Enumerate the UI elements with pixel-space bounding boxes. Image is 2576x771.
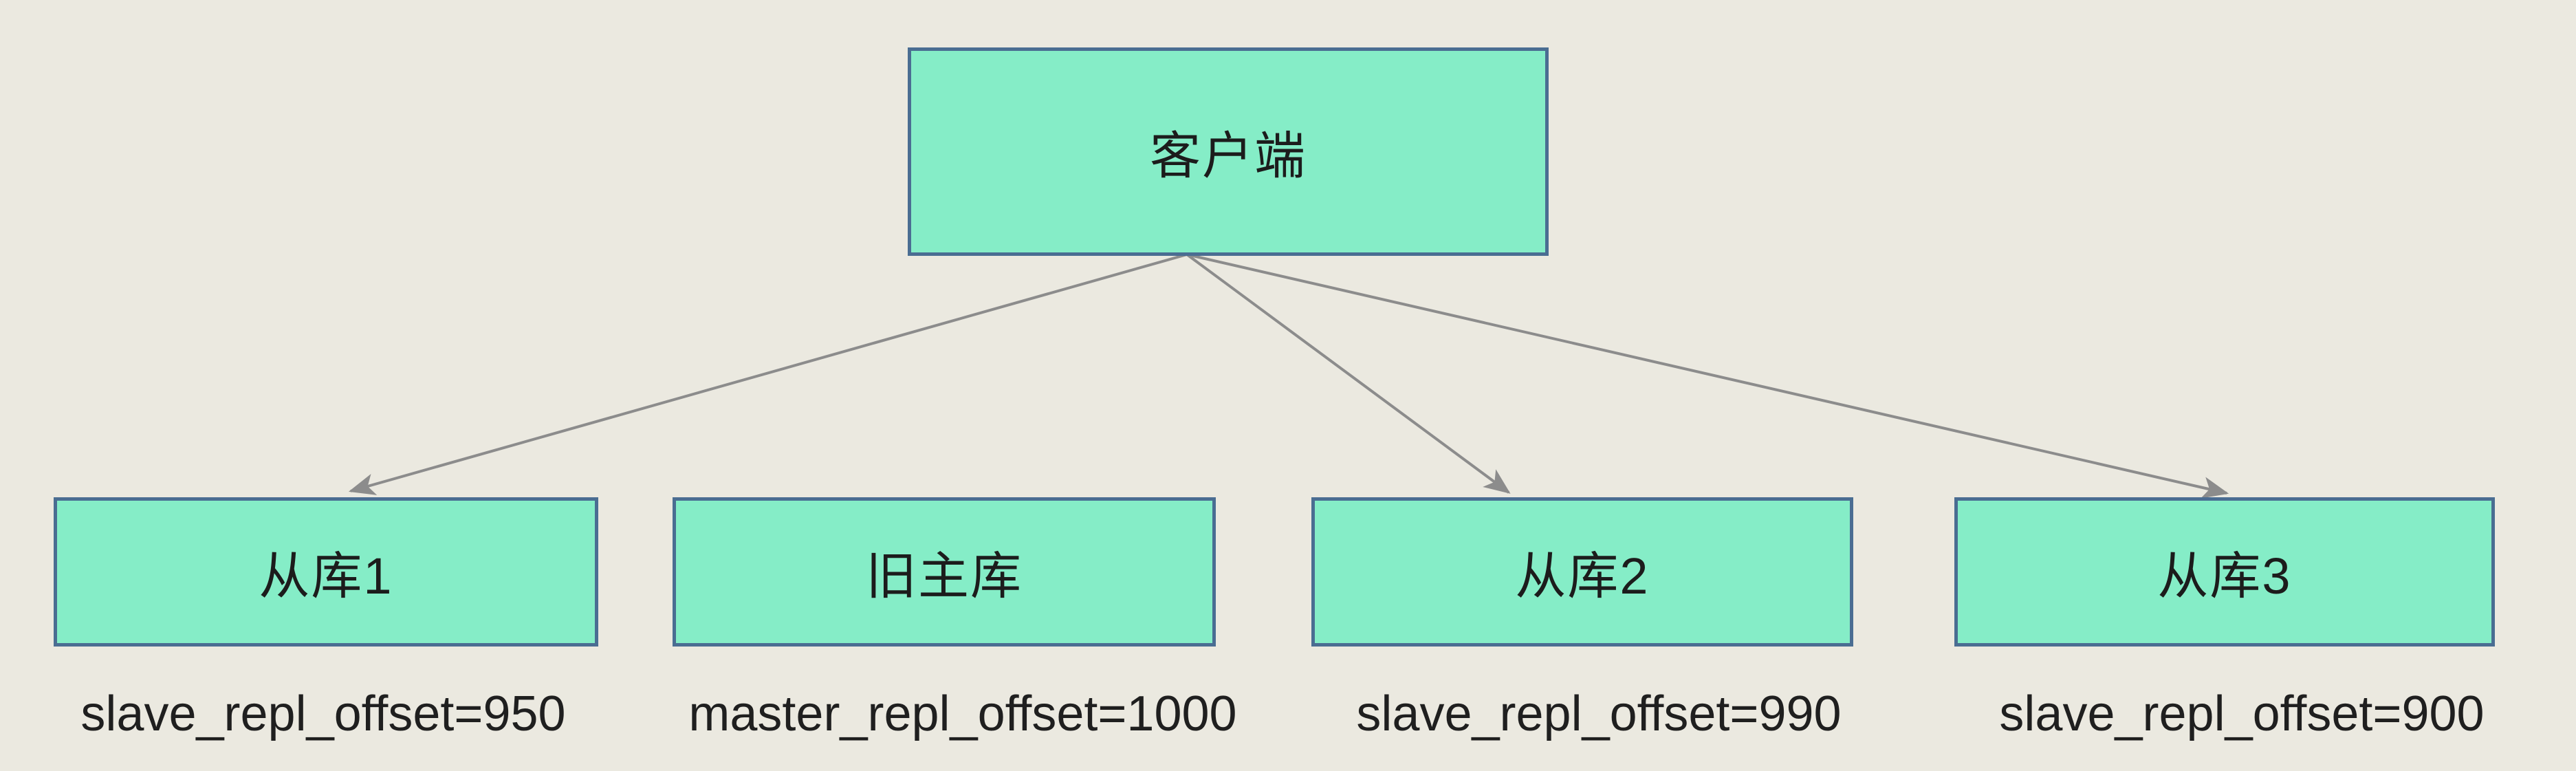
node-old-master: 旧主库 bbox=[673, 497, 1216, 647]
arrow-client-to-slave1 bbox=[348, 253, 1188, 495]
node-client-label: 客户端 bbox=[1150, 127, 1307, 184]
node-slave3-label: 从库3 bbox=[2157, 547, 2292, 605]
caption-old-master-offset: master_repl_offset=1000 bbox=[688, 686, 1237, 741]
node-old-master-label: 旧主库 bbox=[866, 547, 1023, 605]
caption-slave3-offset: slave_repl_offset=900 bbox=[1999, 686, 2485, 741]
node-slave2: 从库2 bbox=[1311, 497, 1853, 647]
node-slave1-label: 从库1 bbox=[259, 547, 393, 605]
node-client: 客户端 bbox=[908, 47, 1549, 256]
caption-slave2-offset: slave_repl_offset=990 bbox=[1356, 686, 1842, 741]
arrow-client-to-slave2 bbox=[1186, 253, 1511, 494]
caption-slave1-offset: slave_repl_offset=950 bbox=[80, 686, 566, 741]
node-slave1: 从库1 bbox=[54, 497, 598, 647]
node-slave3: 从库3 bbox=[1954, 497, 2495, 647]
node-slave2-label: 从库2 bbox=[1515, 547, 1650, 605]
arrow-client-to-slave3 bbox=[1186, 253, 2229, 499]
